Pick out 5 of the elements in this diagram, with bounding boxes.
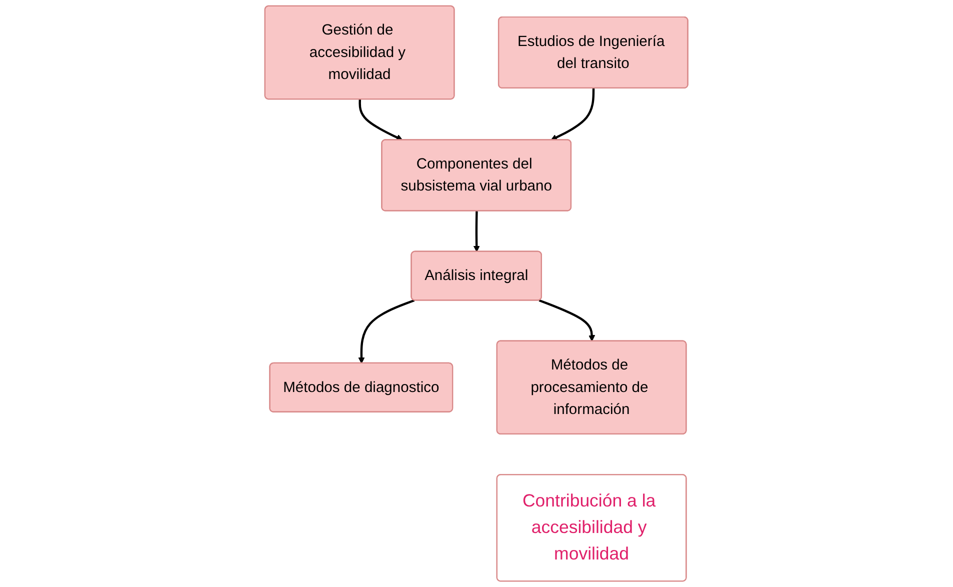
arrow xyxy=(538,299,596,342)
arrow xyxy=(358,299,415,364)
arrow xyxy=(550,88,595,140)
arrow xyxy=(358,99,403,140)
arrow xyxy=(474,211,480,252)
